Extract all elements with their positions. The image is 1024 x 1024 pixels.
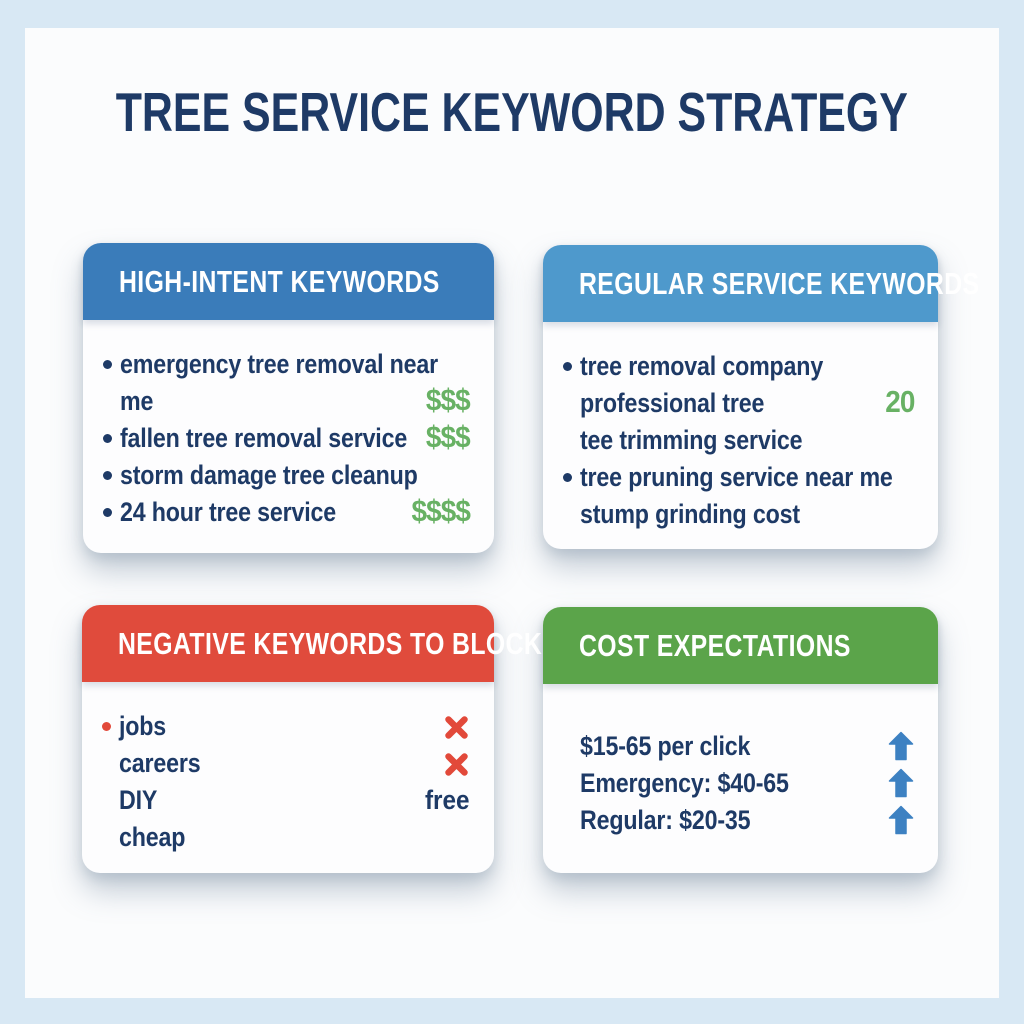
keyword-item: careers [102,745,470,782]
bullet-dot [103,434,112,443]
up-arrow-icon [888,731,914,761]
card-high-intent-keywords: HIGH-INTENT KEYWORDS emergency tree remo… [83,243,494,553]
keyword-item: Regular: $20-35 [563,802,914,839]
x-icon [443,714,470,741]
keyword-text: Emergency: $40-65 [580,768,789,798]
x-icon [445,753,468,776]
card-header-high-intent: HIGH-INTENT KEYWORDS [83,243,494,320]
keyword-text: careers [119,748,201,778]
card-header-label: NEGATIVE KEYWORDS TO BLOCK [118,625,543,661]
keyword-item: Emergency: $40-65 [563,765,914,802]
up-arrow-icon [888,805,914,835]
keyword-item: tee trimming service [563,422,914,459]
x-icon [443,751,470,778]
keyword-item: tree removal company [563,348,914,385]
up-arrow-icon [888,731,914,761]
value-badge: $$$ [426,419,471,454]
keyword-item: $15-65 per click [563,728,914,765]
keyword-item: professional tree 20 [563,384,915,422]
keyword-text: 24 hour tree service [120,497,336,527]
up-arrow-icon [888,768,914,798]
card-header-label: REGULAR SERVICE KEYWORDS [579,265,980,301]
card-header-negative-keywords: NEGATIVE KEYWORDS TO BLOCK [82,605,542,682]
keyword-text: professional tree [580,388,765,418]
bullet-dot [103,360,112,369]
keyword-text: stump grinding cost [580,499,800,529]
keyword-text: DIY [119,785,158,815]
value-badge: 20 [884,384,915,419]
card-body-high-intent: emergency tree removal near me$$$fallen … [83,320,494,531]
up-arrow-icon [888,768,914,798]
keyword-text: cheap [119,822,186,852]
keyword-item: storm damage tree cleanup [103,457,470,494]
card-header-regular-service: REGULAR SERVICE KEYWORDS [543,245,979,322]
card-header-cost-expectations: COST EXPECTATIONS [543,607,938,684]
keyword-item: stump grinding cost [563,496,914,533]
bullet-dot [103,471,112,480]
keyword-item: jobs [102,708,470,745]
keyword-text: tee trimming service [580,425,803,455]
up-arrow-icon [888,805,914,835]
keyword-text: fallen tree removal service [120,423,408,453]
keyword-text: tree removal company [580,351,824,381]
bullet-dot [563,362,572,371]
keyword-text: Regular: $20-35 [580,805,751,835]
bullet-dot [563,473,572,482]
keyword-item: fallen tree removal service $$$ [103,419,471,457]
keyword-text: jobs [119,711,167,741]
keyword-text: tree pruning service near me [580,462,893,492]
card-regular-service-keywords: REGULAR SERVICE KEYWORDS tree removal co… [543,245,979,549]
bullet-dot [102,722,111,731]
x-icon [445,716,468,739]
value-badge: $$$ [426,382,471,417]
keyword-item: cheap [102,819,470,856]
keyword-item: DIY free [102,782,470,819]
keyword-item: tree pruning service near me [563,459,914,496]
bullet-dot [103,508,112,517]
keyword-item: emergency tree removal near me$$$ [103,346,471,420]
keyword-text: storm damage tree cleanup [120,460,418,490]
card-header-label: COST EXPECTATIONS [579,627,851,663]
value-badge: $$$$ [411,493,471,528]
text-badge: free [425,785,470,815]
card-body-regular-service: tree removal company professional tree 20 t… [543,322,938,533]
page-title-text: TREE SERVICE KEYWORD STRATEGY [115,81,909,143]
keyword-item: 24 hour tree service $$$$ [103,493,471,531]
keyword-text: $15-65 per click [580,731,751,761]
keyword-text: emergency tree removal near me [120,349,439,416]
page-title: TREE SERVICE KEYWORD STRATEGY [0,80,1024,144]
card-header-label: HIGH-INTENT KEYWORDS [119,263,440,299]
